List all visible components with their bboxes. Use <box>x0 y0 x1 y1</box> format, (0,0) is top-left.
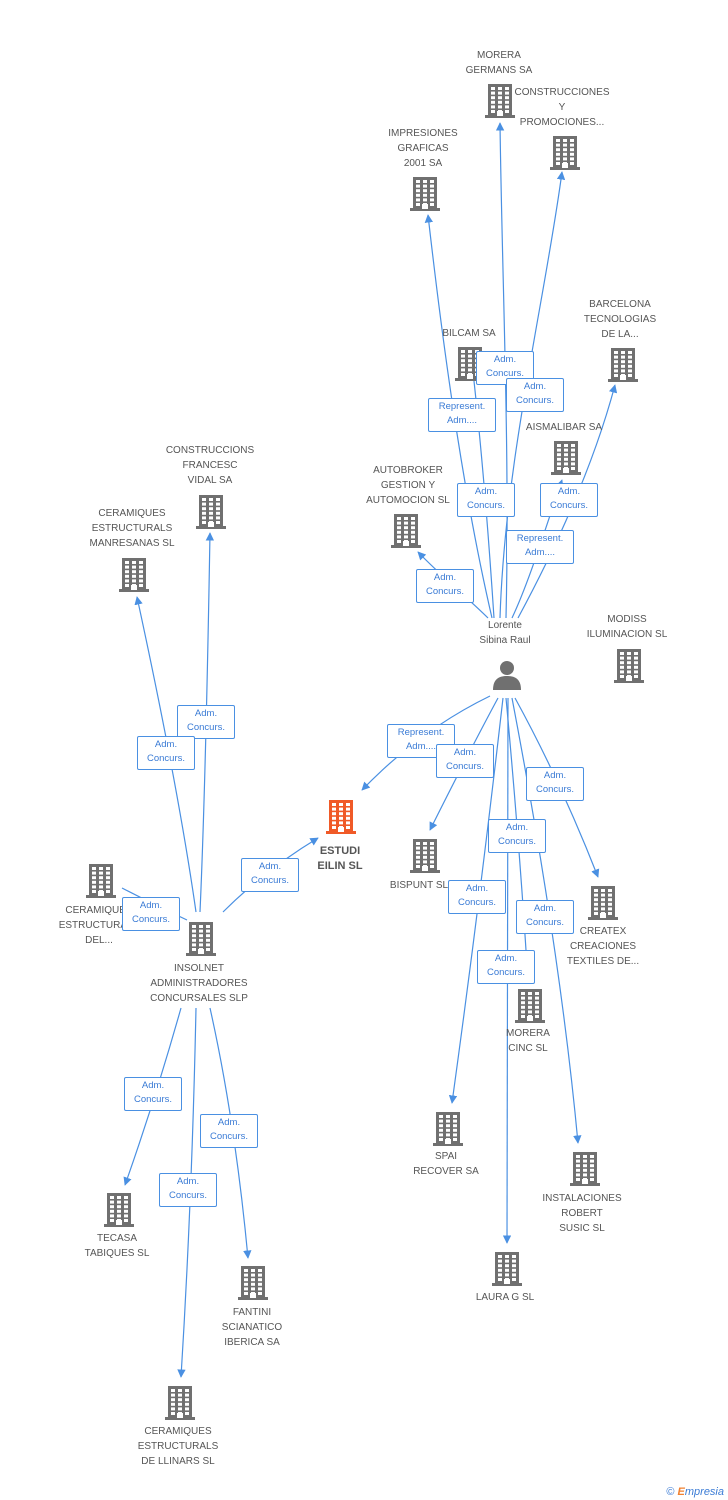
company-label-createx: CREATEX CREACIONES TEXTILES DE... <box>566 925 640 967</box>
edge-label-i-francesc[interactable]: Adm. Concurs. <box>177 705 235 739</box>
building-icon <box>410 177 440 211</box>
company-label-construccions-francesc: CONSTRUCCIONS FRANCESC VIDAL SA <box>165 444 255 486</box>
company-node-barcelona-tecnologias[interactable] <box>608 346 638 382</box>
company-node-aismalibar[interactable] <box>551 439 581 475</box>
company-node-ceramiques-manresanas[interactable] <box>119 556 149 592</box>
company-label-construcciones-y-promociones: CONSTRUCCIONES Y PROMOCIONES... <box>514 86 610 128</box>
person-label: Lorente Sibina Raul <box>479 620 531 646</box>
company-node-insolnet[interactable] <box>186 920 216 956</box>
company-label-modiss: MODISS ILUMINACION SL <box>586 614 668 640</box>
company-label-laura-g: LAURA G SL <box>475 1291 535 1303</box>
edge-label-i-del[interactable]: Adm. Concurs. <box>122 897 180 931</box>
building-icon <box>433 1112 463 1146</box>
edge-label-p-bispunt[interactable]: Adm. Concurs. <box>436 744 494 778</box>
edge-label-p-instalaciones[interactable]: Adm. Concurs. <box>516 900 574 934</box>
person-icon <box>493 661 521 690</box>
edge-label-p-autobroker[interactable]: Adm. Concurs. <box>416 569 474 603</box>
edge-label-p-impresiones[interactable]: Represent. Adm.... <box>428 398 496 432</box>
building-icon <box>196 495 226 529</box>
edge-p-laura <box>502 697 512 1244</box>
edge-label-p-cyp[interactable]: Adm. Concurs. <box>506 378 564 412</box>
building-icon <box>238 1266 268 1300</box>
company-label-barcelona-tecnologias: BARCELONA TECNOLOGIAS DE LA... <box>583 298 657 340</box>
building-icon <box>550 136 580 170</box>
company-node-instalaciones-robert[interactable] <box>570 1150 600 1186</box>
company-node-createx[interactable] <box>588 884 618 920</box>
company-node-morera-cinc[interactable] <box>515 987 545 1023</box>
building-icon <box>515 989 545 1023</box>
edge-label-p-barcelona[interactable]: Represent. Adm.... <box>506 530 574 564</box>
company-node-autobroker[interactable] <box>391 512 421 548</box>
edge-label-i-manresanas[interactable]: Adm. Concurs. <box>137 736 195 770</box>
company-label-aismalibar: AISMALIBAR SA <box>525 421 603 433</box>
company-label-instalaciones-robert: INSTALACIONES ROBERT SUSIC SL <box>542 1192 622 1234</box>
building-icon <box>485 84 515 118</box>
company-label-insolnet: INSOLNET ADMINISTRADORES CONCURSALES SLP <box>150 962 248 1004</box>
building-icon <box>492 1252 522 1286</box>
company-node-spai-recover[interactable] <box>433 1110 463 1146</box>
company-label-morera-cinc: MORERA CINC SL <box>506 1028 550 1054</box>
company-label-tecasa: TECASA TABIQUES SL <box>84 1233 150 1259</box>
company-label-autobroker: AUTOBROKER GESTION Y AUTOMOCION SL <box>366 464 450 506</box>
company-node-laura-g[interactable] <box>492 1250 522 1286</box>
edge-label-i-llinars[interactable]: Adm. Concurs. <box>159 1173 217 1207</box>
company-node-ceramiques-del[interactable] <box>86 862 116 898</box>
company-node-modiss[interactable] <box>614 647 644 683</box>
building-icon <box>119 558 149 592</box>
company-label-ceramiques-del: CERAMIQUES ESTRUCTURALS DEL... <box>58 904 140 946</box>
brand-name: mpresia <box>684 1486 724 1498</box>
company-label-bispunt: BISPUNT SL <box>389 879 449 891</box>
company-node-impresiones-graficas[interactable] <box>410 175 440 211</box>
edge-label-i-fantini[interactable]: Adm. Concurs. <box>200 1114 258 1148</box>
building-icon <box>570 1152 600 1186</box>
building-icon <box>391 514 421 548</box>
company-node-tecasa[interactable] <box>104 1191 134 1227</box>
brand-initial: E <box>677 1486 685 1498</box>
company-node-bispunt[interactable] <box>410 837 440 873</box>
building-icon <box>104 1193 134 1227</box>
building-icon <box>551 441 581 475</box>
company-node-fantini[interactable] <box>238 1264 268 1300</box>
building-icon <box>608 348 638 382</box>
edge-p-instalaciones <box>511 697 582 1144</box>
building-icon <box>410 839 440 873</box>
building-icon <box>165 1386 195 1420</box>
edge-label-p-spai[interactable]: Adm. Concurs. <box>448 880 506 914</box>
company-node-ceramiques-llinars[interactable] <box>165 1384 195 1420</box>
company-label-spai-recover: SPAI RECOVER SA <box>413 1151 479 1177</box>
company-node-construccions-francesc[interactable] <box>196 493 226 529</box>
focus-company-label: ESTUDI EILIN SL <box>317 845 363 872</box>
person-node[interactable] <box>491 659 523 696</box>
company-node-morera-germans[interactable] <box>485 82 515 118</box>
edge-label-i-tecasa[interactable]: Adm. Concurs. <box>124 1077 182 1111</box>
building-icon <box>588 886 618 920</box>
company-label-morera-germans: MORERA GERMANS SA <box>465 50 533 76</box>
focus-company-node[interactable] <box>326 798 356 834</box>
building-icon <box>186 922 216 956</box>
company-label-bilcam: BILCAM SA <box>442 327 496 339</box>
company-node-construcciones-y-promociones[interactable] <box>550 134 580 170</box>
company-label-fantini: FANTINI SCIANATICO IBERICA SA <box>221 1306 283 1348</box>
building-icon <box>86 864 116 898</box>
edge-label-p-aismalibar[interactable]: Adm. Concurs. <box>540 483 598 517</box>
building-icon <box>326 800 356 834</box>
company-label-ceramiques-manresanas: CERAMIQUES ESTRUCTURALS MANRESANAS SL <box>89 507 175 549</box>
edge-label-p-morera-cinc[interactable]: Adm. Concurs. <box>477 950 535 984</box>
edge-label-p-createx[interactable]: Adm. Concurs. <box>526 767 584 801</box>
footer-brand[interactable]: ©Empresia <box>666 1486 724 1498</box>
building-icon <box>614 649 644 683</box>
company-label-ceramiques-llinars: CERAMIQUES ESTRUCTURALS DE LLINARS SL <box>137 1425 219 1467</box>
edge-label-i-focus[interactable]: Adm. Concurs. <box>241 858 299 892</box>
edge-label-p-morera-germans[interactable]: Adm. Concurs. <box>457 483 515 517</box>
edge-label-p-laura[interactable]: Adm. Concurs. <box>488 819 546 853</box>
copyright-icon: © <box>666 1486 675 1498</box>
company-label-impresiones-graficas: IMPRESIONES GRAFICAS 2001 SA <box>388 127 458 169</box>
